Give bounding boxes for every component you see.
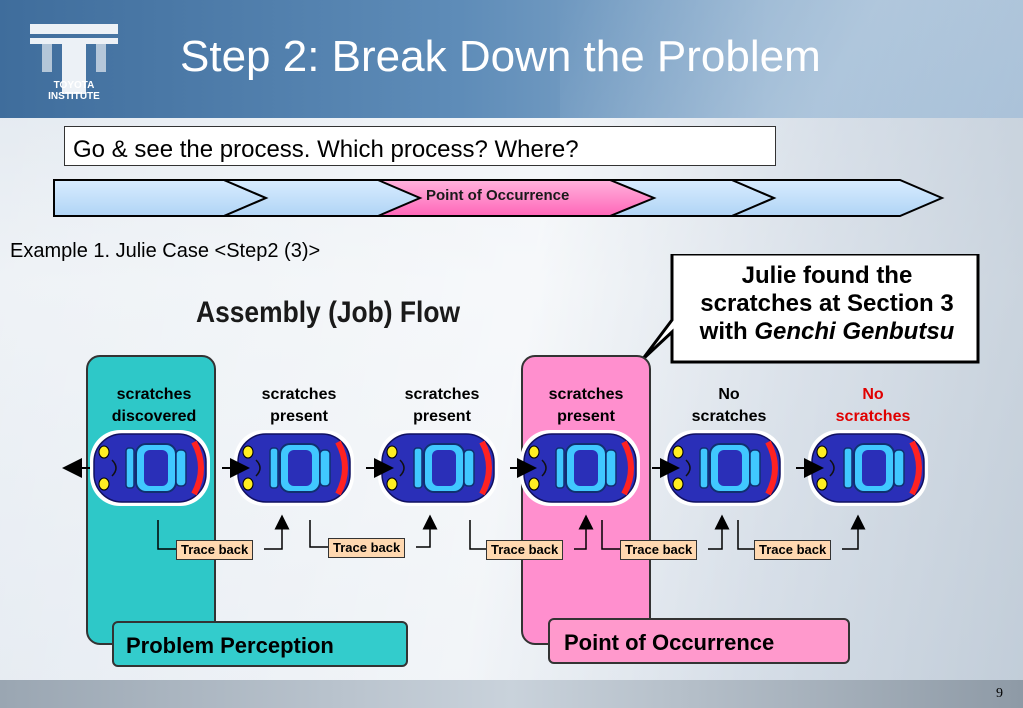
trace-connector-4b [708, 514, 730, 550]
car-label-4-line2: present [557, 408, 615, 425]
car-label-6-line2: scratches [835, 408, 911, 425]
header-shade [560, 0, 1023, 118]
process-segment-3-highlight [377, 179, 657, 217]
assembly-flow-title: Assembly (Job) Flow [196, 296, 461, 329]
car-label-2-line2: present [270, 408, 328, 425]
callout-line3: with Genchi Genbutsu [680, 318, 974, 346]
callout-bubble [640, 254, 980, 364]
trace-connector-1a [157, 520, 176, 550]
car-1 [90, 430, 210, 506]
car-label-4: scratches present [516, 384, 656, 428]
car-label-1-line1: scratches [116, 386, 192, 403]
trace-connector-2b [416, 514, 438, 548]
car-label-6: No scratches [803, 384, 943, 428]
car-label-5: No scratches [659, 384, 799, 428]
header-banner [0, 0, 1023, 118]
process-highlight-label: Point of Occurrence [426, 187, 570, 204]
logo-text-line2: INSTITUTE [48, 91, 100, 102]
process-segment-5 [731, 179, 945, 217]
car-label-3-line2: present [413, 408, 471, 425]
trace-connector-3a [469, 520, 486, 550]
car-label-6-line1: No [862, 386, 884, 403]
callout-line1: Julie found the [741, 262, 913, 289]
trace-back-label-2: Trace back [328, 538, 406, 558]
trace-connector-4a [601, 520, 620, 550]
car-label-3: scratches present [372, 384, 512, 428]
trace-back-label-3: Trace back [486, 540, 564, 560]
trace-back-label-1: Trace back [176, 540, 254, 560]
problem-perception-box: Problem Perception [112, 621, 408, 667]
trace-connector-2a [309, 520, 328, 548]
example-caption: Example 1. Julie Case <Step2 (3)> [10, 240, 321, 262]
trace-connector-5a [737, 520, 754, 550]
trace-back-label-4: Trace back [620, 540, 698, 560]
car-label-2: scratches present [229, 384, 369, 428]
car-3 [378, 430, 498, 506]
problem-perception-label: Problem Perception [126, 633, 334, 658]
logo-text-line1: TOYOTA [53, 80, 95, 91]
car-label-1-line2: discovered [111, 408, 197, 425]
trace-connector-3b [574, 514, 594, 550]
point-of-occurrence-label: Point of Occurrence [564, 630, 775, 655]
car-4 [520, 430, 640, 506]
callout-line2: scratches at Section 3 [700, 290, 954, 317]
callout-line3-prefix: with [699, 318, 755, 345]
toyota-institute-logo [30, 24, 118, 94]
car-label-5-line2: scratches [691, 408, 767, 425]
car-label-3-line1: scratches [404, 386, 480, 403]
subtitle-text: Go & see the process. Which process? Whe… [73, 136, 579, 163]
slide-title: Step 2: Break Down the Problem [180, 32, 821, 81]
car-6 [808, 430, 928, 506]
point-of-occurrence-box: Point of Occurrence [548, 618, 850, 664]
trace-back-label-5: Trace back [754, 540, 832, 560]
car-label-4-line1: scratches [548, 386, 624, 403]
page-number: 9 [996, 686, 1003, 701]
trace-connector-5b [842, 514, 866, 550]
car-label-2-line1: scratches [261, 386, 337, 403]
subtitle-box: Go & see the process. Which process? Whe… [64, 126, 776, 166]
callout-line3-italic: Genchi Genbutsu [754, 318, 955, 345]
car-label-5-line1: No [718, 386, 740, 403]
process-arrow [53, 179, 945, 217]
car-2 [234, 430, 354, 506]
car-label-1: scratches discovered [84, 384, 224, 428]
car-5 [664, 430, 784, 506]
callout-text: Julie found the scratches at Section 3 w… [680, 262, 974, 346]
footer-bar [0, 680, 1023, 708]
logo-text: TOYOTA INSTITUTE [28, 80, 120, 102]
trace-connector-1b [264, 514, 290, 550]
